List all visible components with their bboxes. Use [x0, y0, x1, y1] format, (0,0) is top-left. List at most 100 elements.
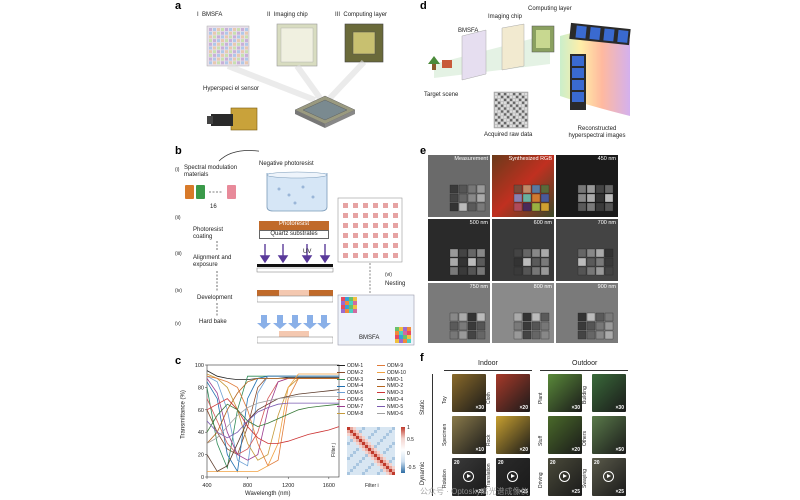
- nest-cell: [393, 213, 398, 218]
- dataset-thumb-specimen: ×10: [452, 416, 486, 454]
- panel-d-illustration: [428, 22, 631, 129]
- nest-cell: [393, 233, 398, 238]
- nest-cell: [383, 253, 388, 258]
- dataset-label: Cloth: [486, 392, 492, 404]
- hyperspectral-sensor-label: Hyperspeci el sensor: [203, 86, 260, 92]
- camera-icon: [207, 107, 258, 131]
- panel-a: a I BMSFA II Imaging chip III Computing …: [175, 0, 395, 140]
- bmsfa-grid: [206, 25, 250, 67]
- nest-cell: [363, 213, 368, 218]
- material-bottles: [185, 185, 236, 199]
- imaging-chip: [276, 23, 318, 67]
- legend-label: ODM-8: [347, 410, 364, 417]
- legend-item: ODM-5: [337, 390, 363, 396]
- chart-ylabel: Transmittance (%): [180, 390, 187, 439]
- header-underline-indoor: [444, 370, 532, 371]
- legend-item: ODM-1: [337, 363, 363, 369]
- colorbar-tick-4: -0.5: [407, 465, 416, 471]
- dataset-fps: 20: [550, 460, 556, 466]
- panel-f-label: f: [420, 352, 424, 364]
- play-icon[interactable]: [463, 471, 474, 482]
- panel-e-label: e: [420, 145, 427, 157]
- nest-cell: [383, 223, 388, 228]
- series-line-nmo-1: [206, 389, 340, 472]
- legend-item: ODM-6: [337, 397, 363, 403]
- panel-a-step-1: I BMSFA: [197, 12, 223, 18]
- colorbar-tick-2: 0.5: [407, 437, 414, 443]
- hard-bake: [257, 315, 333, 344]
- legend-item: ODM-8: [337, 411, 363, 417]
- play-icon[interactable]: [507, 471, 518, 482]
- legend-swatch: [337, 392, 345, 394]
- nest-cell: [343, 223, 348, 228]
- static-label: Static: [420, 399, 427, 416]
- nest-cell: [363, 233, 368, 238]
- legend-item: ODM-3: [337, 377, 363, 383]
- nest-cell: [343, 243, 348, 248]
- dataset-thumb-building: ×30: [592, 374, 626, 412]
- legend-swatch: [337, 412, 345, 414]
- legend-item: ODM-9: [377, 363, 403, 369]
- panel-d-label: d: [420, 0, 427, 12]
- x-tick-label: 1600: [323, 483, 335, 489]
- legend-item: ODM-4: [337, 383, 363, 389]
- legend-label: NMO-2: [387, 383, 404, 390]
- panel-b: b (i) Spectral modulation materials Nega…: [175, 145, 420, 350]
- legend-item: NMO-6: [377, 411, 403, 417]
- nest-cell: [343, 213, 348, 218]
- dataset-count: ×25: [519, 489, 528, 495]
- y-tick-label: 0: [201, 475, 204, 481]
- nest-cell: [383, 203, 388, 208]
- y-tick-label: 80: [198, 385, 204, 391]
- dataset-count: ×25: [571, 489, 580, 495]
- y-tick-label: 40: [198, 430, 204, 436]
- nest-cell: [353, 223, 358, 228]
- nest-cell: [343, 253, 348, 258]
- panel-d: d: [420, 0, 635, 145]
- panel-a-step-3: III Computing layer: [335, 12, 388, 18]
- panel-a-step-2: II Imaging chip: [267, 12, 308, 18]
- legend-swatch: [377, 399, 385, 401]
- play-triangle-icon: [563, 474, 567, 478]
- series-line-nmo-2: [206, 378, 339, 444]
- legend-item: NMO-1: [377, 377, 403, 383]
- photoresist-beaker: [266, 171, 328, 212]
- legend-label: ODM-7: [347, 403, 364, 410]
- legend-item: NMO-3: [377, 390, 403, 396]
- nest-cell: [353, 233, 358, 238]
- play-triangle-icon: [467, 474, 471, 478]
- play-icon[interactable]: [559, 471, 570, 482]
- dataset-count: ×30: [571, 405, 580, 411]
- play-icon[interactable]: [603, 471, 614, 482]
- series-line-nmo-3: [206, 398, 340, 444]
- dataset-thumb-plant: ×30: [548, 374, 582, 412]
- legend-swatch: [337, 371, 345, 373]
- nest-cell: [393, 253, 398, 258]
- correlation-heatmap: [347, 427, 395, 475]
- development-stack: [257, 290, 333, 303]
- step-ii-num: (ii): [175, 215, 181, 221]
- legend-label: NMO-6: [387, 410, 404, 417]
- series-line-odm-8: [206, 373, 339, 461]
- imaging-chip-d-label: Imaging chip: [488, 14, 523, 20]
- dataset-thumb-stuff: ×20: [548, 416, 582, 454]
- series-line-odm-10: [207, 373, 339, 472]
- step-iv-text: Development: [197, 295, 233, 301]
- x-tick-label: 1200: [282, 483, 294, 489]
- stacked-chip: [294, 95, 356, 128]
- outdoor-header: Outdoor: [572, 360, 598, 367]
- legend-item: NMO-5: [377, 404, 403, 410]
- nest-cell: [353, 253, 358, 258]
- x-tick-label: 800: [243, 483, 252, 489]
- y-tick-label: 20: [198, 453, 204, 459]
- dataset-count: ×30: [475, 405, 484, 411]
- nest-cell: [363, 203, 368, 208]
- group-bracket: [432, 374, 433, 496]
- nest-cell: [353, 243, 358, 248]
- panel-e: e Measurement Synthesized RGB 450 nm 500…: [420, 145, 635, 345]
- computing-layer: [344, 23, 384, 63]
- dataset-thumb-others: ×50: [592, 416, 626, 454]
